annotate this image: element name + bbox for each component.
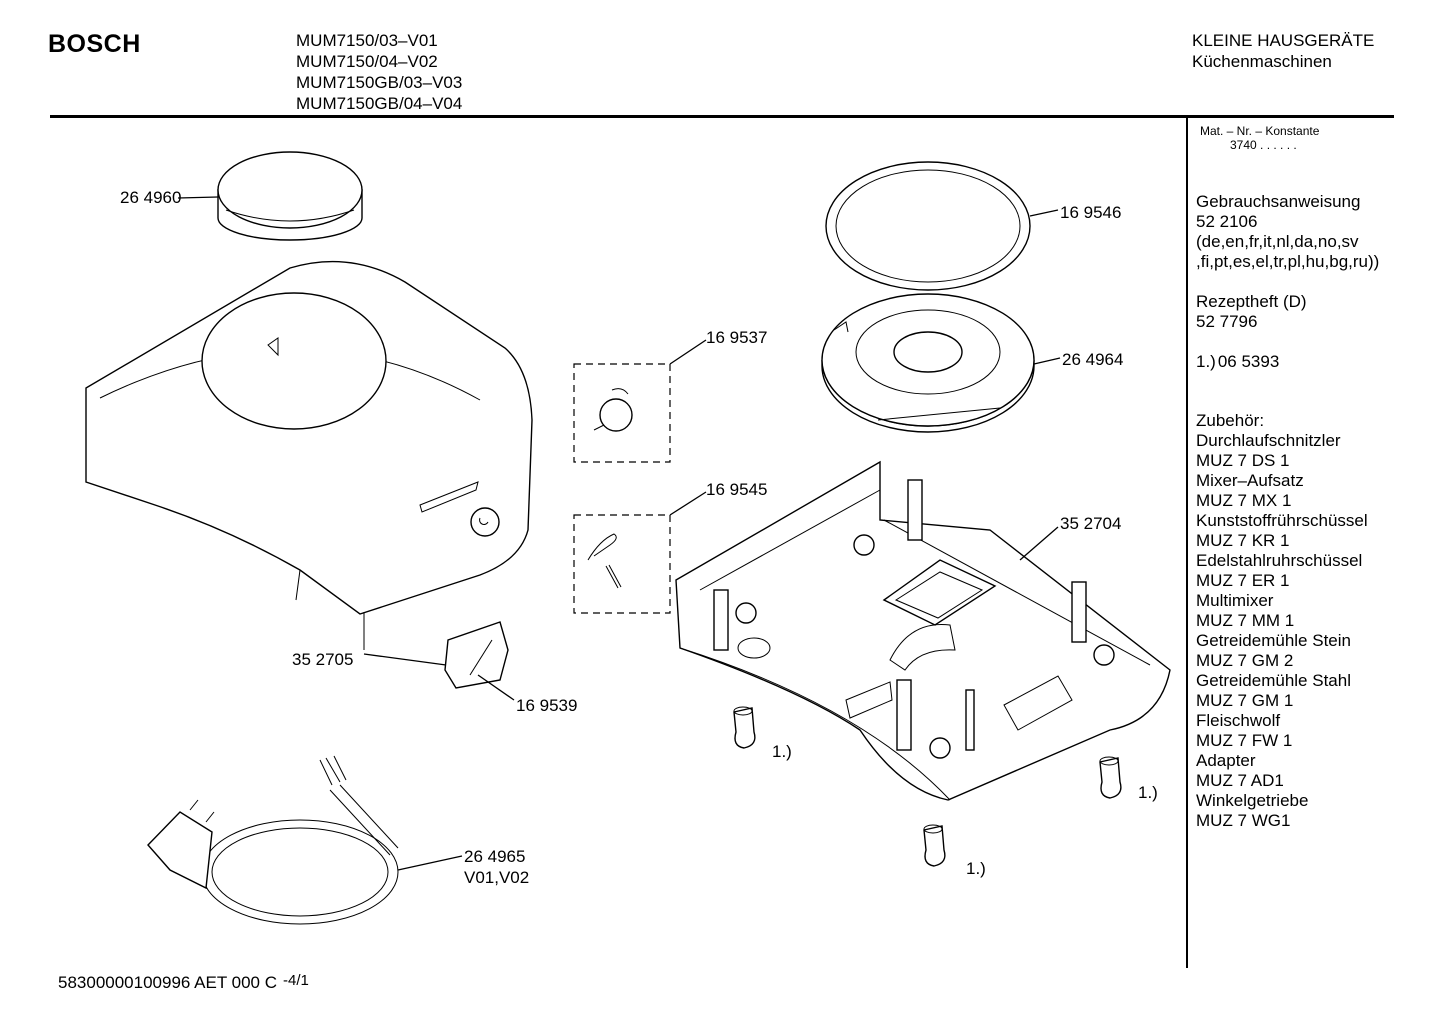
leader-line bbox=[669, 491, 707, 516]
leader-line bbox=[1019, 526, 1059, 561]
manual-number: 52 2106 bbox=[1196, 212, 1258, 231]
part-label: 1.) bbox=[1138, 783, 1158, 802]
part-label: 35 2704 bbox=[1060, 514, 1122, 533]
recipe-title: Rezeptheft (D) bbox=[1196, 292, 1307, 311]
part-label: 26 4960 bbox=[120, 188, 182, 207]
part-label: 26 4964 bbox=[1062, 350, 1124, 369]
main-housing-part bbox=[85, 260, 533, 650]
accessory-item: MUZ 7 KR 1 bbox=[1196, 531, 1290, 550]
leader-line bbox=[1033, 357, 1061, 365]
accessory-item: Getreidemühle Stein bbox=[1196, 631, 1351, 650]
model-number: MUM7150/03–V01 bbox=[296, 31, 438, 50]
part-label: 35 2705 bbox=[292, 650, 354, 669]
accessory-item: Durchlaufschnitzler bbox=[1196, 431, 1341, 450]
accessory-item: Fleischwolf bbox=[1196, 711, 1281, 730]
footnote-block: 1.)06 5393 bbox=[1196, 352, 1279, 372]
part-label: 16 9537 bbox=[706, 328, 768, 347]
part-label: 1.) bbox=[772, 742, 792, 761]
seal-ring-part bbox=[825, 161, 1031, 291]
leader-line bbox=[477, 674, 515, 701]
material-constant-value: 3740 . . . . . . bbox=[1230, 138, 1297, 152]
material-constant: Mat. – Nr. – Konstante 3740 . . . . . . bbox=[1200, 124, 1319, 152]
foot-part bbox=[923, 824, 946, 867]
material-constant-title: Mat. – Nr. – Konstante bbox=[1200, 124, 1320, 138]
leader-line bbox=[1029, 209, 1059, 217]
footnote-ref: 1.) bbox=[1196, 352, 1216, 371]
accessory-item: Mixer–Aufsatz bbox=[1196, 471, 1304, 490]
manual-languages: ,fi,pt,es,el,tr,pl,hu,bg,ru)) bbox=[1196, 252, 1380, 271]
clip-part bbox=[444, 621, 509, 689]
spring-part bbox=[587, 533, 622, 589]
round-cap-part bbox=[217, 151, 363, 241]
category-title: KLEINE HAUSGERÄTE bbox=[1192, 31, 1375, 50]
accessory-item: Winkelgetriebe bbox=[1196, 791, 1309, 810]
accessory-item: Kunststoffrührschüssel bbox=[1196, 511, 1368, 530]
model-number: MUM7150GB/04–V04 bbox=[296, 94, 463, 113]
accessory-item: MUZ 7 ER 1 bbox=[1196, 571, 1290, 590]
manual-title: Gebrauchsanweisung bbox=[1196, 192, 1361, 211]
power-cord-part bbox=[147, 755, 399, 925]
manual-block: Gebrauchsanweisung 52 2106 (de,en,fr,it,… bbox=[1196, 192, 1379, 272]
model-number: MUM7150/04–V02 bbox=[296, 52, 438, 71]
accessory-item: Getreidemühle Stahl bbox=[1196, 671, 1351, 690]
knob-group-box bbox=[573, 363, 671, 463]
accessory-item: MUZ 7 MM 1 bbox=[1196, 611, 1295, 630]
brand-logo: BOSCH bbox=[48, 30, 141, 58]
accessory-item: MUZ 7 AD1 bbox=[1196, 771, 1284, 790]
cover-disc-part bbox=[821, 293, 1035, 433]
accessory-item: MUZ 7 DS 1 bbox=[1196, 451, 1290, 470]
model-list: MUM7150/03–V01 MUM7150/04–V02 MUM7150GB/… bbox=[296, 30, 462, 114]
header-divider bbox=[50, 115, 1394, 118]
category-block: KLEINE HAUSGERÄTE Küchenmaschinen bbox=[1192, 30, 1374, 72]
leader-line bbox=[363, 653, 447, 666]
accessory-item: MUZ 7 WG1 bbox=[1196, 811, 1291, 830]
accessory-item: Edelstahlruhrschüssel bbox=[1196, 551, 1363, 570]
spring-group-box bbox=[573, 514, 671, 614]
foot-part bbox=[733, 706, 756, 749]
accessory-item: Multimixer bbox=[1196, 591, 1274, 610]
exploded-parts-diagram bbox=[85, 151, 1171, 925]
part-label: 26 4965 bbox=[464, 847, 526, 866]
recipe-number: 52 7796 bbox=[1196, 312, 1258, 331]
category-subtitle: Küchenmaschinen bbox=[1192, 52, 1332, 71]
leader-line bbox=[669, 339, 707, 365]
part-label: 1.) bbox=[966, 859, 986, 878]
document-code: 58300000100996 AET 000 C bbox=[58, 973, 277, 992]
accessories-title: Zubehör: bbox=[1196, 411, 1265, 430]
accessory-item: Adapter bbox=[1196, 751, 1256, 770]
footnote-number: 06 5393 bbox=[1217, 352, 1280, 371]
foot-part bbox=[1099, 756, 1122, 799]
part-variant-label: V01,V02 bbox=[464, 868, 530, 887]
page-number: -4/1 bbox=[283, 972, 309, 989]
model-number: MUM7150GB/03–V03 bbox=[296, 73, 463, 92]
accessory-item: MUZ 7 FW 1 bbox=[1196, 731, 1293, 750]
leader-line bbox=[177, 196, 219, 199]
manual-languages: (de,en,fr,it,nl,da,no,sv bbox=[1196, 232, 1359, 251]
accessory-item: MUZ 7 GM 2 bbox=[1196, 651, 1294, 670]
document-footer: 58300000100996 AET 000 C -4/1 bbox=[58, 972, 309, 993]
part-label: 16 9539 bbox=[516, 696, 578, 715]
accessory-item: MUZ 7 GM 1 bbox=[1196, 691, 1294, 710]
accessory-item: MUZ 7 MX 1 bbox=[1196, 491, 1292, 510]
sidebar-divider bbox=[1186, 118, 1188, 968]
knob-part bbox=[593, 388, 633, 432]
recipe-block: Rezeptheft (D) 52 7796 bbox=[1196, 292, 1307, 332]
part-label: 16 9545 bbox=[706, 480, 768, 499]
part-label: 16 9546 bbox=[1060, 203, 1122, 222]
leader-line bbox=[397, 855, 463, 871]
base-plate-part bbox=[675, 460, 1171, 801]
